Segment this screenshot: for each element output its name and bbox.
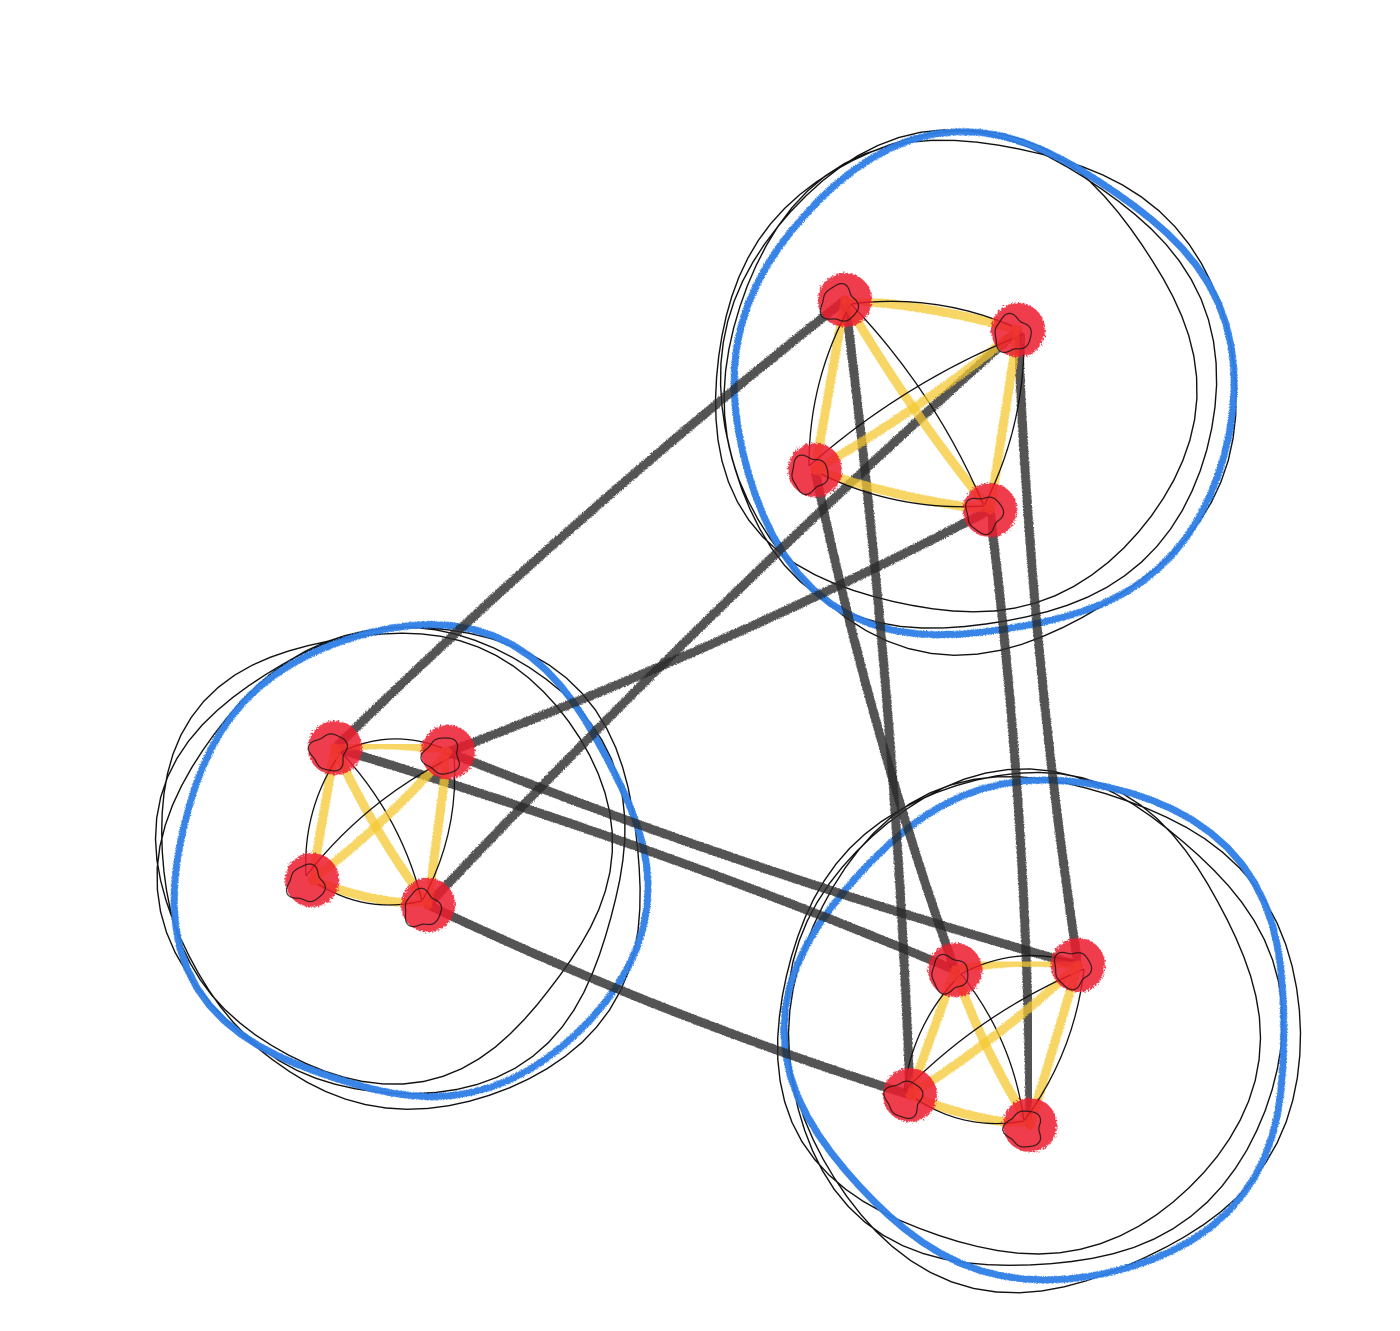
inter-edge-tr-d-br-d <box>985 505 1035 1130</box>
inter-edge-l-d-br-c <box>423 900 915 1100</box>
inter-edge-l-b-br-b <box>443 747 1083 970</box>
cluster-outline-left <box>154 626 626 1095</box>
node-tr-b <box>991 303 1045 357</box>
cluster-outline-bottom-right <box>776 771 1262 1255</box>
node-br-d <box>1003 1098 1057 1152</box>
node-outline-br-d <box>1002 1110 1042 1148</box>
node-outline-br-a <box>931 953 969 995</box>
node-outline-l-d <box>404 887 443 928</box>
cluster-ring-bottom-right <box>780 776 1288 1284</box>
node-l-b <box>421 725 475 779</box>
cluster-outline-bottom-right <box>787 776 1302 1294</box>
inter-edge-tr-c-br-a <box>810 465 960 975</box>
intra-edge-tr-b-tr-c <box>810 325 1023 475</box>
cluster-ring-left <box>170 620 652 1101</box>
node-outline-tr-c <box>791 454 829 496</box>
cluster-ring-layer <box>170 128 1288 1284</box>
node-outline-tr-d <box>965 496 1005 536</box>
node-outline-l-b <box>420 737 461 775</box>
inter-cluster-edge-layer <box>330 295 1083 1130</box>
inter-edge-l-b-tr-d <box>443 505 995 757</box>
node-br-a <box>928 943 982 997</box>
cluster-outline-top-right <box>719 129 1218 629</box>
node-tr-a <box>818 273 872 327</box>
inter-edge-tr-a-br-c <box>840 295 915 1100</box>
node-l-c <box>285 853 339 907</box>
cluster-outline-layer <box>154 129 1302 1294</box>
inter-edge-l-a-tr-a <box>330 295 850 753</box>
node-l-a <box>308 721 362 775</box>
node-outline-tr-a <box>819 282 860 322</box>
node-outline-l-c <box>285 863 326 903</box>
node-outline-l-a <box>307 733 349 772</box>
node-layer <box>285 273 1105 1152</box>
node-outline-br-c <box>883 1080 924 1120</box>
node-br-c <box>883 1068 937 1122</box>
node-tr-d <box>963 483 1017 537</box>
node-br-b <box>1051 938 1105 992</box>
intra-pen-tr-b-tr-c <box>808 333 1025 467</box>
node-outline-br-b <box>1053 951 1093 991</box>
node-tr-c <box>788 443 842 497</box>
cluster-outline-left <box>160 632 613 1085</box>
cluster-ring-top-right <box>730 128 1238 639</box>
node-outline-tr-b <box>994 312 1032 354</box>
inter-edge-tr-b-br-b <box>1013 325 1083 970</box>
inter-edge-l-d-tr-b <box>423 325 1023 910</box>
